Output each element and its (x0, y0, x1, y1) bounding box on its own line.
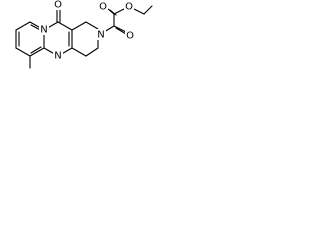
bond (85, 47, 99, 57)
chemical-structure-diagram: O N N N O O O (15, 0, 153, 69)
ester-carbonyl-oxygen-label: O (99, 2, 107, 13)
tetrahydropyridine-ring (71, 21, 99, 57)
bond (85, 21, 99, 30)
bond (71, 47, 87, 57)
bridgehead-nitrogen-label: N (40, 25, 47, 36)
ketone-oxygen-label: O (54, 0, 62, 11)
piperidine-nitrogen-label: N (97, 30, 104, 41)
bond (109, 9, 117, 16)
bond (30, 46, 42, 54)
ester-oxygen-label: O (125, 2, 133, 13)
pyrimidine-nitrogen-label: N (54, 51, 61, 62)
amide-oxygen-label: O (126, 31, 134, 42)
bond (143, 5, 153, 15)
bond (15, 21, 31, 31)
pyridine-ring (15, 21, 45, 69)
bond (115, 27, 127, 35)
atom-labels: O N N N O O O (39, 0, 135, 62)
bond (57, 21, 73, 31)
bond (71, 21, 87, 31)
bond (15, 47, 31, 57)
bond (113, 25, 127, 33)
bond (29, 47, 45, 57)
